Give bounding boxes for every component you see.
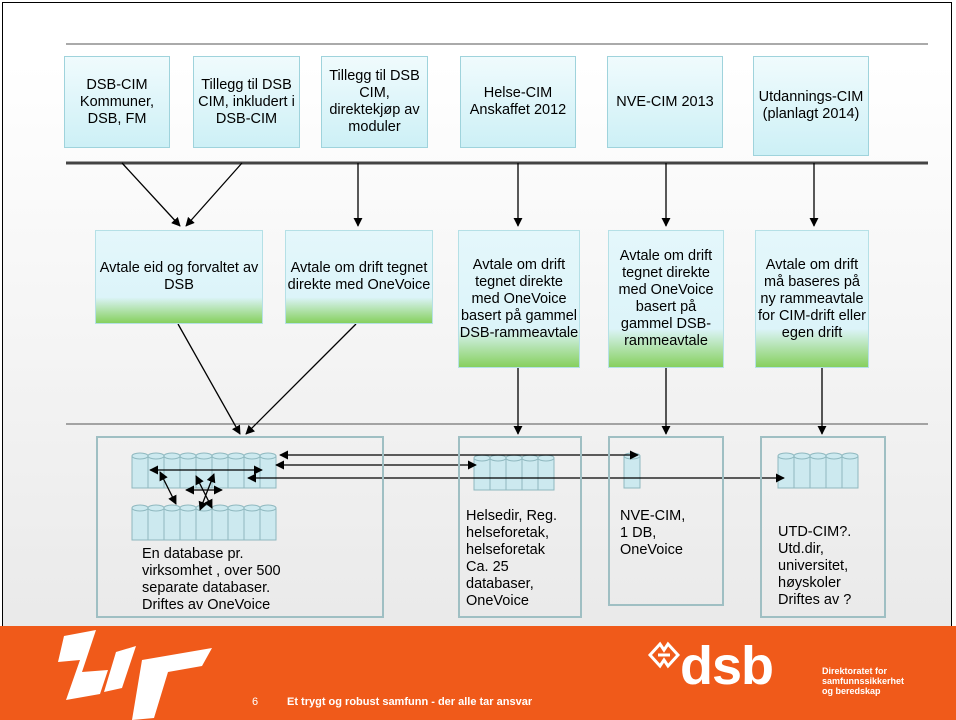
mid-box-avtale-utd: Avtale om drift må baseres på ny rammeav…: [755, 230, 869, 368]
group-helse-label: Helsedir, Reg. helseforetak, helseforeta…: [466, 508, 558, 609]
dsb-star-icon: [647, 641, 681, 669]
arrow-tillegg1-to-avtale: [185, 162, 243, 227]
top-box-helse-cim: Helse-CIM Anskaffet 2012: [460, 56, 576, 148]
page-number: 6: [252, 696, 259, 708]
database-row-utd: [777, 452, 859, 489]
group-nve-label: NVE-CIM, 1 DB, OneVoice: [620, 508, 686, 558]
group-dsb-label: En database pr. virksomhet , over 500 se…: [142, 546, 281, 613]
dsb-graphic-icon: [58, 630, 212, 720]
database-row-2: [131, 504, 277, 541]
top-box-tillegg-direktekjop: Tillegg til DSB CIM, direktekjøp av modu…: [321, 56, 428, 148]
mid-box-avtale-nve: Avtale om drift tegnet direkte med OneVo…: [608, 230, 724, 368]
footer-tagline: Et trygt og robust samfunn - der alle ta…: [287, 696, 533, 708]
top-box-utdannings-cim: Utdannings-CIM (planlagt 2014): [753, 56, 869, 156]
group-utd-label: UTD-CIM?. Utd.dir, universitet, høyskole…: [778, 524, 852, 608]
group-utd-databases: [760, 436, 886, 618]
arrow-avtale1-to-group: [177, 323, 241, 435]
top-box-dsb-cim: DSB-CIM Kommuner, DSB, FM: [64, 56, 170, 148]
mid-box-avtale-onevoice: Avtale om drift tegnet direkte med OneVo…: [285, 230, 433, 324]
top-box-tillegg-inkludert: Tillegg til DSB CIM, inkludert i DSB-CIM: [193, 56, 300, 148]
top-box-nve-cim: NVE-CIM 2013: [607, 56, 723, 148]
dsb-logo-text: dsb: [680, 636, 774, 696]
arrow-dsb-to-avtale: [121, 162, 181, 227]
group-nve-databases: [608, 436, 724, 606]
interconnection-arrows: [149, 450, 785, 511]
group-dsb-databases: [96, 436, 384, 618]
mid-box-avtale-dsb: Avtale eid og forvaltet av DSB: [95, 230, 263, 324]
group-helse-databases: [458, 436, 582, 618]
organization-name: Direktoratet for samfunnssikkerhet og be…: [822, 666, 905, 696]
arrow-avtale2-to-group: [245, 323, 357, 435]
mid-box-avtale-helse: Avtale om drift tegnet direkte med OneVo…: [458, 230, 580, 368]
